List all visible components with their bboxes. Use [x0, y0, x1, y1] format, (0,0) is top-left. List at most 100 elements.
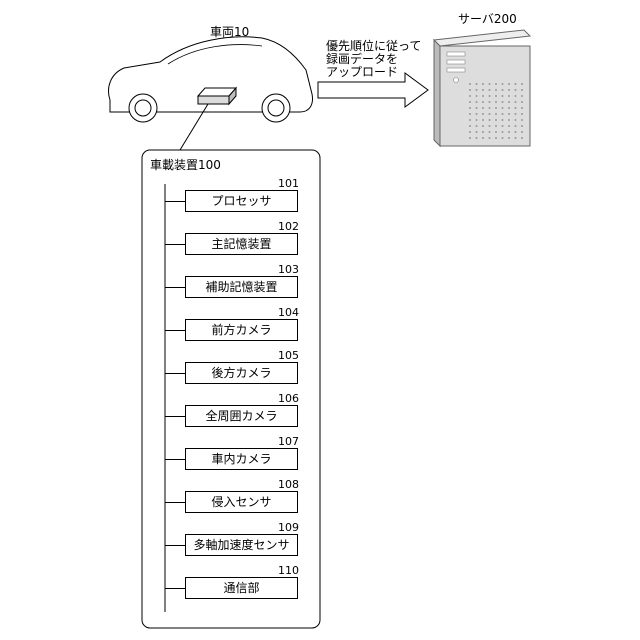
server-vent-dot [489, 131, 491, 133]
server-vent-dot [482, 125, 484, 127]
server-vent-dot [476, 125, 478, 127]
server-vent-dot [482, 107, 484, 109]
server-vent-dot [515, 101, 517, 103]
server-vent-dot [502, 83, 504, 85]
server-vent-dot [482, 95, 484, 97]
server-vent-dot [508, 131, 510, 133]
component-connector [165, 330, 185, 331]
server-vent-dot [521, 101, 523, 103]
server-vent-dot [482, 89, 484, 91]
server-vent-dot [515, 131, 517, 133]
server-vent-dot [469, 101, 471, 103]
server-vent-dot [515, 107, 517, 109]
server-vent-dot [495, 107, 497, 109]
server-vent-dot [482, 119, 484, 121]
component-box: 前方カメラ [185, 319, 298, 341]
component-box: 侵入センサ [185, 491, 298, 513]
server-vent-dot [502, 137, 504, 139]
server-vent-dot [515, 113, 517, 115]
component-ref: 109 [278, 522, 299, 534]
server-vent-dot [489, 83, 491, 85]
server-vent-dot [515, 125, 517, 127]
server-vent-dot [508, 119, 510, 121]
upload-caption: 優先順位に従って 録画データを アップロード [326, 40, 421, 79]
component-connector [165, 416, 185, 417]
component-ref: 108 [278, 479, 299, 491]
component-ref: 105 [278, 350, 299, 362]
server-vent-dot [482, 137, 484, 139]
server-vent-dot [508, 125, 510, 127]
server-vent-dot [469, 83, 471, 85]
server-vent-dot [476, 107, 478, 109]
car-illustration [109, 37, 313, 122]
upload-caption-line: アップロード [326, 66, 421, 79]
server-vent-dot [489, 113, 491, 115]
component-ref: 110 [278, 565, 299, 577]
server-vent-dot [502, 125, 504, 127]
server-vent-dot [515, 137, 517, 139]
component-connector [165, 287, 185, 288]
server-vent-dot [515, 83, 517, 85]
component-connector [165, 373, 185, 374]
server-vent-dot [482, 113, 484, 115]
server-vent-dot [469, 89, 471, 91]
server-vent-dot [495, 113, 497, 115]
server-vent-dot [476, 83, 478, 85]
server-vent-dot [495, 101, 497, 103]
server-vent-dot [508, 95, 510, 97]
server-vent-dot [469, 125, 471, 127]
server-vent-dot [495, 125, 497, 127]
server-vent-dot [489, 137, 491, 139]
component-box: 主記憶装置 [185, 233, 298, 255]
server-vent-dot [521, 107, 523, 109]
server-vent-dot [515, 119, 517, 121]
component-ref: 106 [278, 393, 299, 405]
server-vent-dot [521, 95, 523, 97]
component-ref: 104 [278, 307, 299, 319]
server-vent-dot [502, 113, 504, 115]
server-vent-dot [521, 113, 523, 115]
server-vent-dot [476, 101, 478, 103]
server-vent-dot [476, 113, 478, 115]
component-ref: 103 [278, 264, 299, 276]
server-vent-dot [502, 95, 504, 97]
server-vent-dot [502, 131, 504, 133]
in-vehicle-device-icon [198, 88, 236, 104]
component-connector [165, 502, 185, 503]
server-vent-dot [469, 113, 471, 115]
server-vent-dot [508, 113, 510, 115]
server-vent-dot [502, 89, 504, 91]
server-label: サーバ200 [458, 12, 517, 26]
server-vent-dot [495, 83, 497, 85]
component-connector [165, 545, 185, 546]
server-vent-dot [508, 89, 510, 91]
component-ref: 107 [278, 436, 299, 448]
server-vent-dot [521, 89, 523, 91]
server-vent-dot [521, 131, 523, 133]
server-vent-dot [469, 137, 471, 139]
server-vent-dot [476, 119, 478, 121]
server-vent-dot [495, 131, 497, 133]
server-vent-dot [508, 101, 510, 103]
server-vent-dot [489, 101, 491, 103]
server-vent-dot [508, 83, 510, 85]
server-vent-dot [469, 131, 471, 133]
server-vent-dot [476, 95, 478, 97]
server-vent-dot [482, 101, 484, 103]
component-box: プロセッサ [185, 190, 298, 212]
component-box: 多軸加速度センサ [185, 534, 298, 556]
server-vent-dot [469, 107, 471, 109]
component-box: 補助記憶装置 [185, 276, 298, 298]
server-vent-dot [495, 95, 497, 97]
server-vent-dot [482, 83, 484, 85]
server-vent-dot [502, 107, 504, 109]
server-vent-dot [476, 137, 478, 139]
component-connector [165, 201, 185, 202]
server-vent-dot [521, 83, 523, 85]
server-vent-dot [521, 125, 523, 127]
component-box: 後方カメラ [185, 362, 298, 384]
server-vent-dot [515, 95, 517, 97]
server-vent-dot [502, 119, 504, 121]
server-vent-dot [508, 137, 510, 139]
